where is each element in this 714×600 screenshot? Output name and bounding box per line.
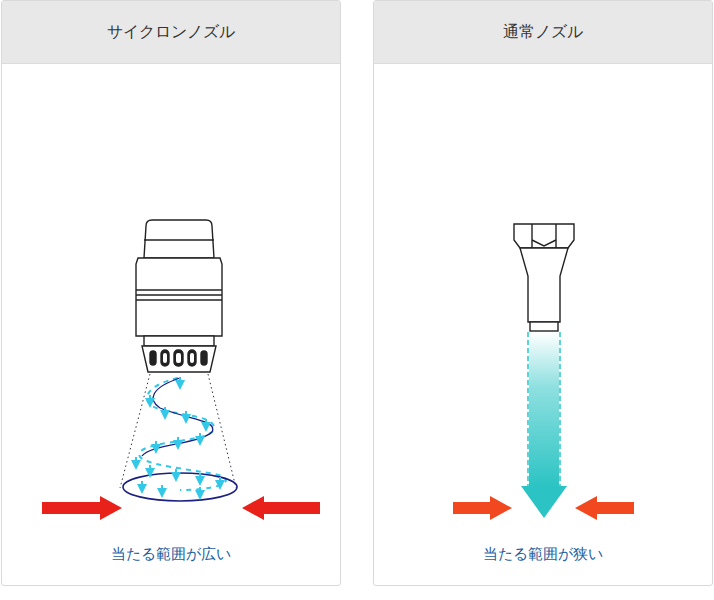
droplet-arrow	[161, 485, 163, 493]
droplet-arrow	[141, 481, 143, 489]
panel-caption: 当たる範囲が狭い	[374, 544, 712, 565]
droplet-arrow	[185, 411, 187, 419]
droplet-arrow	[149, 395, 151, 403]
target-arrows	[42, 496, 320, 520]
spray-droplet-arrows	[136, 377, 220, 495]
spray-cone	[120, 374, 236, 488]
droplet-arrow	[135, 457, 137, 465]
spiral-flow	[123, 378, 237, 501]
droplet-arrow	[219, 477, 221, 485]
droplet-arrow	[179, 377, 181, 385]
cyclone-nozzle	[136, 220, 222, 372]
normal-nozzle	[514, 224, 574, 331]
droplet-arrow	[199, 473, 201, 481]
droplet-arrow	[177, 437, 179, 445]
panel-caption: 当たる範囲が広い	[2, 544, 340, 565]
droplet-arrow	[175, 469, 177, 477]
comparison-panel: サイクロンノズル当たる範囲が広い	[1, 0, 341, 586]
comparison-panel: 通常ノズル当たる範囲が狭い	[373, 0, 713, 586]
panel-heading: 通常ノズル	[374, 1, 712, 64]
target-arrows	[453, 496, 634, 520]
droplet-arrow	[199, 487, 201, 495]
droplet-arrow	[155, 441, 157, 449]
droplet-arrow	[199, 433, 201, 441]
droplet-arrow	[164, 407, 166, 415]
droplet-arrow	[205, 419, 207, 427]
straight-jet	[521, 332, 567, 518]
panel-heading: サイクロンノズル	[2, 1, 340, 64]
droplet-arrow	[149, 465, 151, 473]
